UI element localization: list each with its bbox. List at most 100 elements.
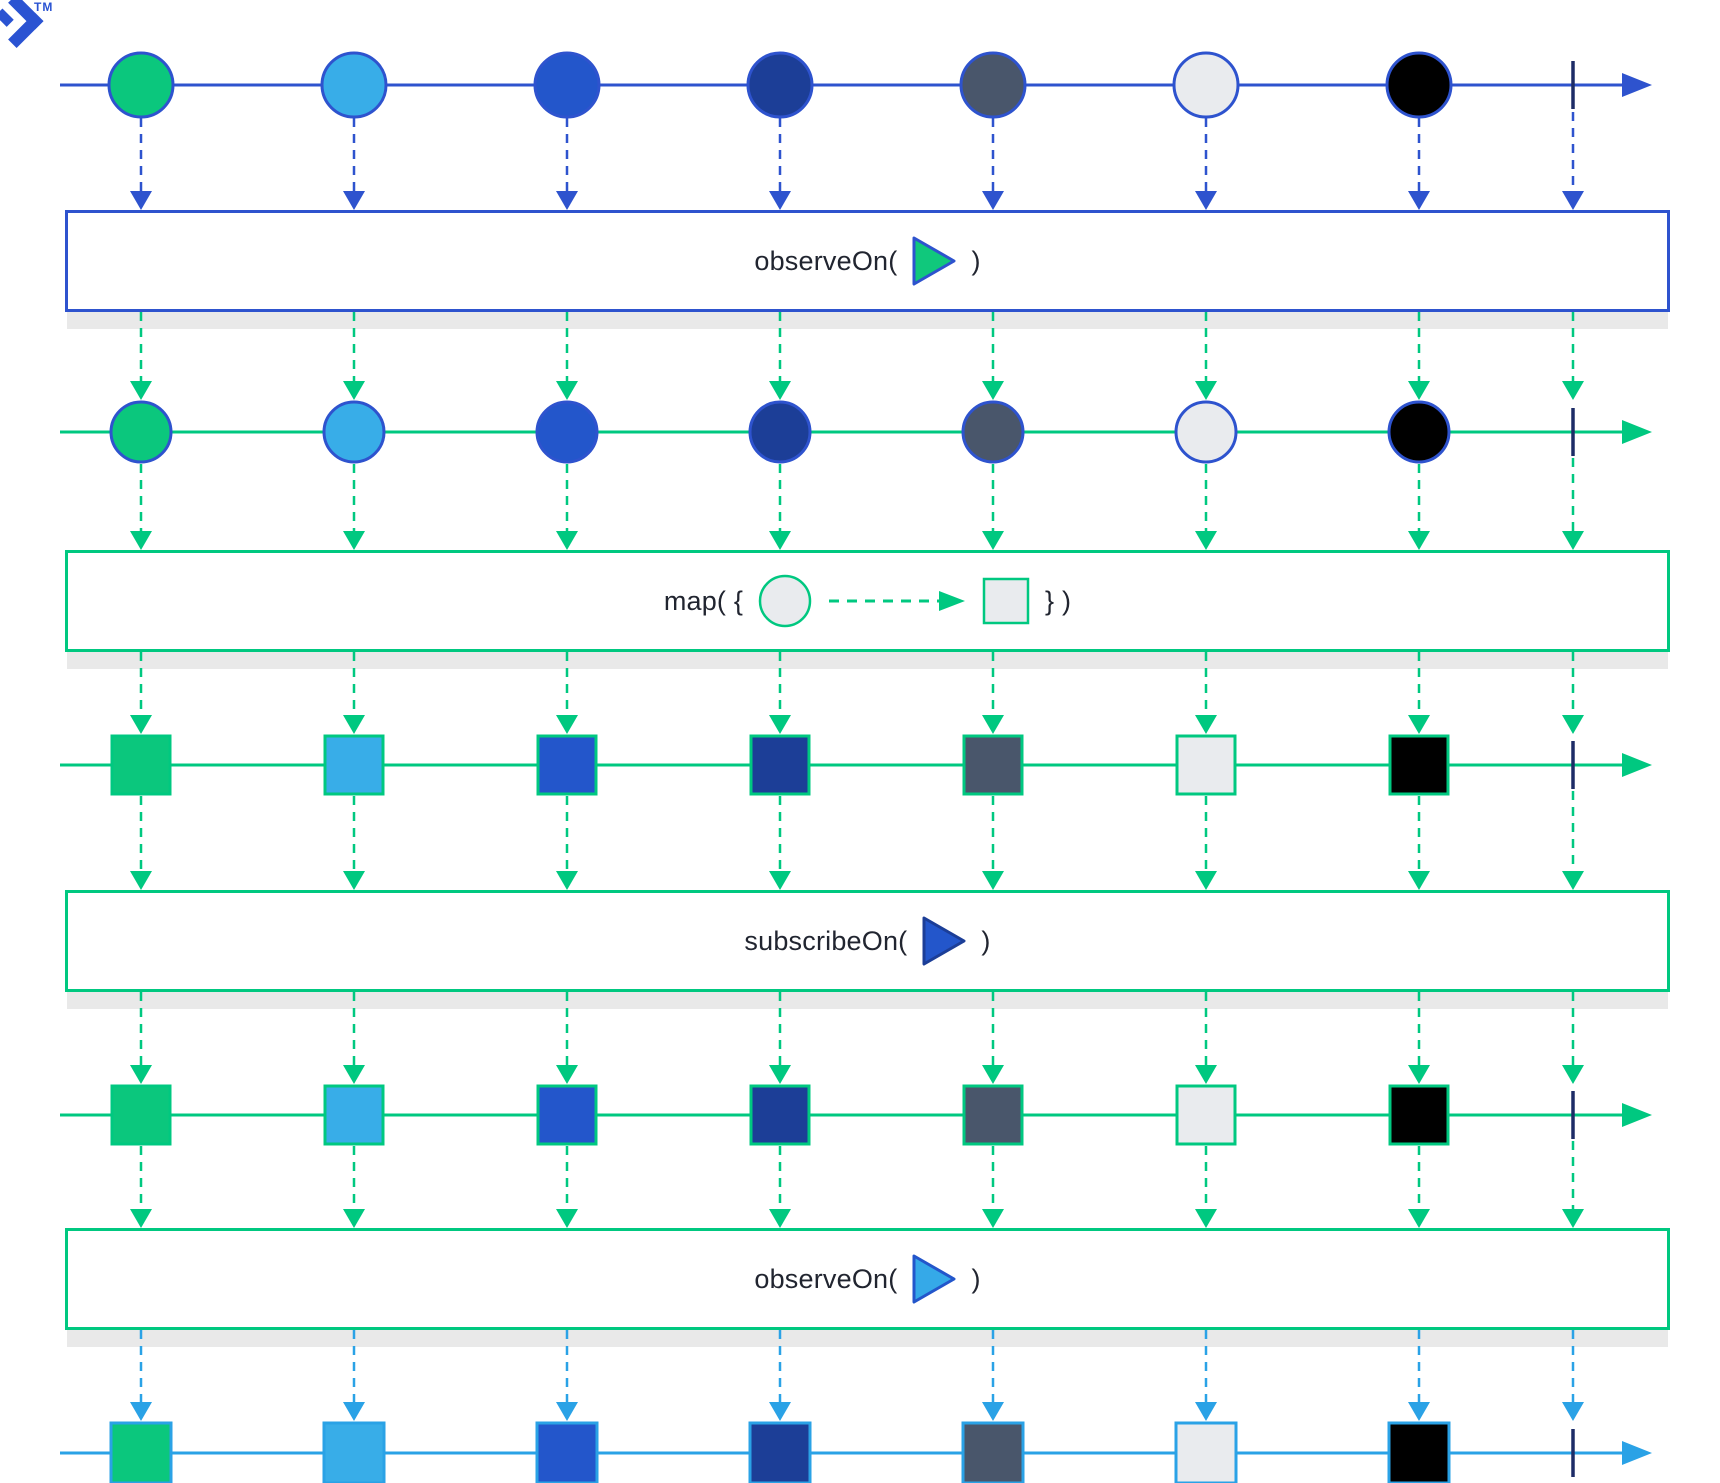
flow-arrowhead-2 (1195, 531, 1217, 550)
flow-arrowhead-3 (1562, 715, 1584, 734)
flow-arrowhead-7 (1195, 1402, 1217, 1421)
flow-arrowhead-2 (1562, 531, 1584, 550)
marble-square-r4-c4 (961, 1421, 1025, 1483)
flow-arrowhead-3 (769, 715, 791, 734)
flow-arrowhead-1 (343, 381, 365, 400)
flow-arrowhead-5 (343, 1065, 365, 1084)
operator-box-observeon-blue: observeOn( ) (65, 1228, 1670, 1347)
operator-label-pre: subscribeOn( (744, 925, 908, 956)
flow-arrowhead-4 (343, 871, 365, 890)
marble-square-r4-c3 (748, 1421, 812, 1483)
flow-arrowhead-2 (130, 531, 152, 550)
operator-label-post: ) (981, 925, 991, 956)
operator-box-map: map( { } ) (65, 550, 1670, 669)
marble-circle-r1-c6 (1387, 400, 1451, 464)
flow-arrowhead-7 (556, 1402, 578, 1421)
flow-arrowhead-1 (769, 381, 791, 400)
flow-arrowhead-7 (982, 1402, 1004, 1421)
box-shadow-band (67, 312, 1668, 329)
flow-arrowhead-0 (1408, 191, 1430, 210)
flow-arrowhead-6 (1408, 1209, 1430, 1228)
after-subscribeon-timeline-arrowhead (1622, 1103, 1652, 1127)
flow-arrowhead-2 (343, 531, 365, 550)
operator-label-post: ) (971, 1263, 981, 1294)
flow-arrowhead-0 (769, 191, 791, 210)
flow-arrowhead-4 (1195, 871, 1217, 890)
flow-arrowhead-1 (130, 381, 152, 400)
marble-square-r2-c4 (962, 734, 1024, 796)
operator-label-pre: observeOn( (754, 245, 898, 276)
flow-arrowhead-3 (1408, 715, 1430, 734)
marble-square-r3-c3 (749, 1084, 811, 1146)
marble-circle-r1-c3 (748, 400, 812, 464)
marble-square-r2-c6 (1388, 734, 1450, 796)
marble-square-r3-c0 (110, 1084, 172, 1146)
flow-arrowhead-4 (769, 871, 791, 890)
flow-arrowhead-0 (556, 191, 578, 210)
flow-arrowhead-1 (1408, 381, 1430, 400)
marble-square-r2-c1 (323, 734, 385, 796)
flow-arrowhead-0 (1195, 191, 1217, 210)
toptal-logo: TM (0, 0, 120, 70)
trademark-label: TM (34, 0, 54, 14)
flow-arrowhead-1 (1562, 381, 1584, 400)
marble-circle-r0-c6 (1385, 51, 1453, 119)
operator-box-observeon-green: observeOn( ) (65, 210, 1670, 329)
flow-arrowhead-5 (769, 1065, 791, 1084)
operator-label-pre: map( { (663, 585, 744, 616)
flow-arrowhead-1 (556, 381, 578, 400)
flow-arrowhead-6 (769, 1209, 791, 1228)
marble-square-r3-c2 (536, 1084, 598, 1146)
flow-arrowhead-1 (1195, 381, 1217, 400)
operator-label-pre: observeOn( (754, 1263, 898, 1294)
marble-square-r2-c2 (536, 734, 598, 796)
lightblue-scheduler-triangle-icon (912, 1254, 956, 1304)
marble-square-r4-c0 (109, 1421, 173, 1483)
flow-arrowhead-5 (1195, 1065, 1217, 1084)
flow-arrowhead-2 (1408, 531, 1430, 550)
marble-circle-r0-c4 (959, 51, 1027, 119)
flow-arrowhead-3 (130, 715, 152, 734)
flow-arrowhead-5 (556, 1065, 578, 1084)
flow-arrowhead-4 (130, 871, 152, 890)
marble-square-r2-c5 (1175, 734, 1237, 796)
flow-arrowhead-4 (1562, 871, 1584, 890)
flow-arrowhead-6 (982, 1209, 1004, 1228)
box-shadow-band (67, 1330, 1668, 1347)
marble-square-r3-c6 (1388, 1084, 1450, 1146)
flow-arrowhead-5 (1408, 1065, 1430, 1084)
operator-label-post: } ) (1045, 585, 1072, 616)
flow-arrowhead-3 (1195, 715, 1217, 734)
marble-square-r4-c2 (535, 1421, 599, 1483)
marble-square-r3-c5 (1175, 1084, 1237, 1146)
flow-arrowhead-7 (130, 1402, 152, 1421)
marble-circle-r1-c0 (109, 400, 173, 464)
operator-box-subscribeon: subscribeOn( ) (65, 890, 1670, 1009)
flow-arrowhead-3 (556, 715, 578, 734)
flow-arrowhead-5 (1562, 1065, 1584, 1084)
flow-arrowhead-0 (982, 191, 1004, 210)
flow-arrowhead-0 (343, 191, 365, 210)
flow-arrowhead-0 (1562, 191, 1584, 210)
flow-arrowhead-2 (556, 531, 578, 550)
map-output-square-icon (982, 577, 1030, 625)
after-observeon-blue-timeline-arrowhead (1622, 1441, 1652, 1465)
flow-arrowhead-7 (1408, 1402, 1430, 1421)
marble-square-r2-c0 (110, 734, 172, 796)
flow-arrowhead-2 (769, 531, 791, 550)
after-map-timeline-arrowhead (1622, 753, 1652, 777)
flow-arrowhead-7 (769, 1402, 791, 1421)
marble-circle-r0-c1 (320, 51, 388, 119)
flow-arrowhead-2 (982, 531, 1004, 550)
map-transform-arrow-icon (829, 591, 966, 611)
flow-arrowhead-4 (556, 871, 578, 890)
blue-scheduler-triangle-icon (922, 916, 966, 966)
marble-circle-r1-c4 (961, 400, 1025, 464)
marble-circle-r0-c5 (1172, 51, 1240, 119)
toptal-logo-mark-icon (0, 0, 44, 49)
marble-circle-r1-c2 (535, 400, 599, 464)
box-shadow-band (67, 992, 1668, 1009)
marble-circle-r1-c1 (322, 400, 386, 464)
box-shadow-band (67, 652, 1668, 669)
marble-square-r3-c1 (323, 1084, 385, 1146)
